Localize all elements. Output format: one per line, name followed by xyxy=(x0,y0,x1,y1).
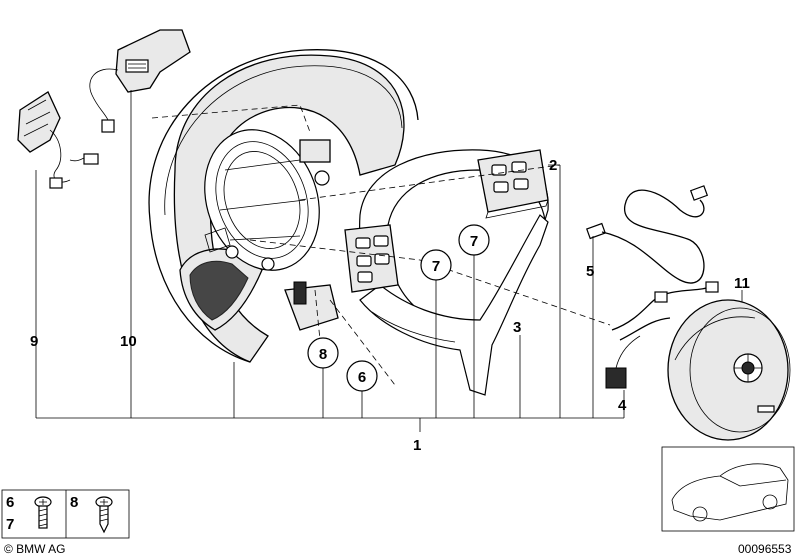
circled-callout-8[interactable]: 8 xyxy=(307,337,339,369)
circled-callout-7-left[interactable]: 7 xyxy=(420,249,452,281)
airbag-wiring-part-4[interactable] xyxy=(605,281,719,389)
svg-text:6: 6 xyxy=(358,369,366,386)
svg-text:7: 7 xyxy=(470,233,478,250)
label-part-9[interactable]: 9 xyxy=(30,333,38,350)
fastener-legend: 6 7 8 xyxy=(1,489,130,539)
label-part-3[interactable]: 3 xyxy=(513,319,521,336)
callout-labels: 9 10 2 5 11 3 4 1 xyxy=(30,157,750,454)
copyright-text: © BMW AG xyxy=(4,542,66,556)
legend-label-6: 6 xyxy=(6,494,14,511)
legend-label-8: 8 xyxy=(70,494,78,511)
airbag-module[interactable] xyxy=(667,299,791,441)
label-part-10[interactable]: 10 xyxy=(120,333,137,350)
screw-icon xyxy=(34,496,52,529)
circled-callout-6[interactable]: 6 xyxy=(346,360,378,392)
label-part-4[interactable]: 4 xyxy=(618,397,627,414)
label-part-2[interactable]: 2 xyxy=(549,157,557,174)
label-part-11[interactable]: 11 xyxy=(734,275,750,292)
svg-text:8: 8 xyxy=(319,346,327,363)
steering-wheel[interactable] xyxy=(148,49,419,363)
multifunction-switch-left[interactable] xyxy=(344,224,399,293)
assembly-lines xyxy=(35,90,743,432)
drawing-number: 00096553 xyxy=(738,542,792,556)
multifunction-switch-right[interactable] xyxy=(477,149,549,219)
tapping-screw-icon xyxy=(95,496,113,534)
wiring-harness-part-5[interactable] xyxy=(586,185,709,284)
circled-callout-7-right[interactable]: 7 xyxy=(458,224,490,256)
vehicle-thumbnail xyxy=(661,446,795,532)
shift-switch-part-9[interactable] xyxy=(17,91,99,189)
label-part-5[interactable]: 5 xyxy=(586,263,594,280)
svg-text:7: 7 xyxy=(432,258,440,275)
legend-label-7: 7 xyxy=(6,516,14,533)
label-part-1[interactable]: 1 xyxy=(413,437,421,454)
shift-switch-part-10[interactable] xyxy=(89,29,191,133)
